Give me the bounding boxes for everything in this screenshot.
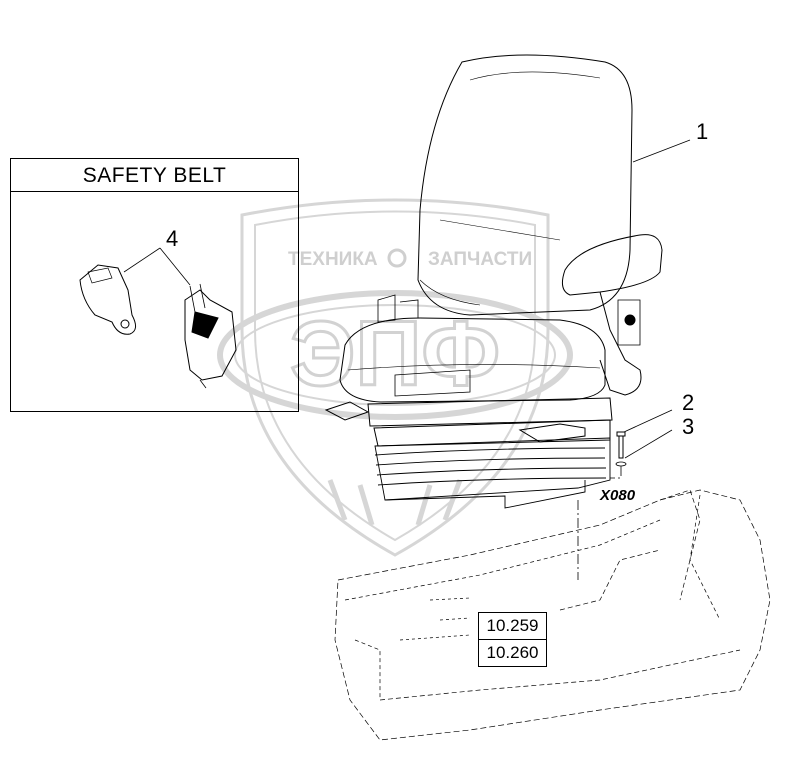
bolt xyxy=(616,431,626,459)
seat-backrest xyxy=(417,54,633,316)
inset-title: SAFETY BELT xyxy=(11,159,298,192)
suspension-bellows xyxy=(374,437,611,509)
watermark-right-word: ЗАПЧАСТИ xyxy=(428,249,532,270)
cab-floor xyxy=(334,489,771,741)
watermark-gear-icon xyxy=(387,248,407,268)
callout-4: 4 xyxy=(166,226,178,251)
reference-box-2[interactable]: 10.260 xyxy=(478,639,547,667)
armrest xyxy=(561,234,663,396)
centre-lines xyxy=(577,466,622,580)
seat-cushion xyxy=(339,294,606,403)
callout-3: 3 xyxy=(682,414,694,439)
callout-1: 1 xyxy=(696,119,708,144)
watermark xyxy=(217,198,573,557)
reference-box-1[interactable]: 10.259 xyxy=(478,612,547,640)
callout-2: 2 xyxy=(682,390,694,415)
safety-belt-buckle xyxy=(79,264,136,335)
safety-belt-tongue xyxy=(184,283,237,389)
washer xyxy=(615,461,627,467)
connector-label: X080 xyxy=(599,487,636,504)
leader-lines xyxy=(123,139,691,459)
watermark-left-word: ТЕХНИКА xyxy=(288,249,378,270)
safety-belt-inset: SAFETY BELT xyxy=(10,158,299,412)
